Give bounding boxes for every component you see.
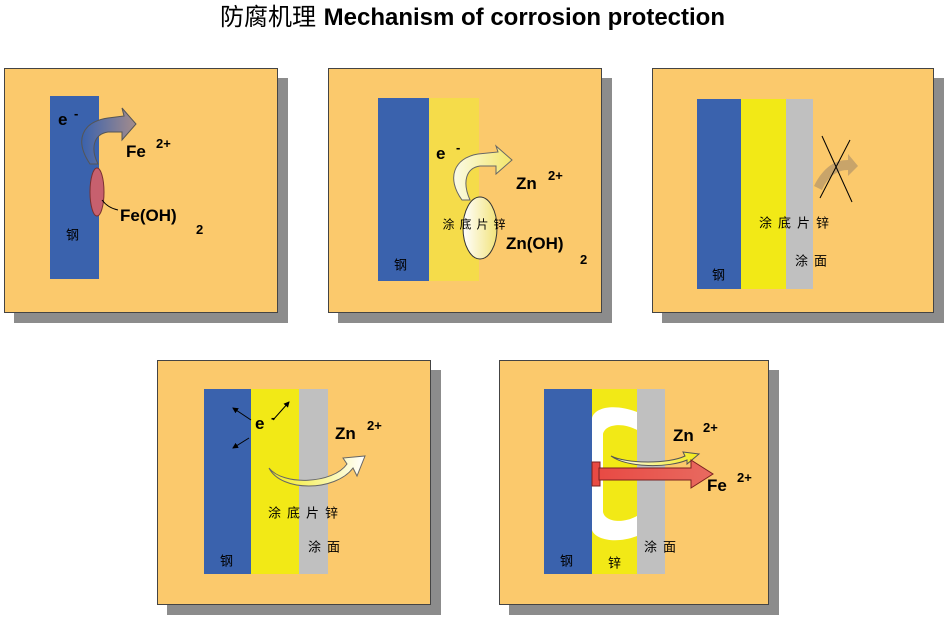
electron-arrow-up-right	[272, 401, 290, 421]
zinc-primer-label: 锌片底涂	[441, 218, 506, 231]
zn-ion-arrow	[453, 144, 513, 201]
steel-layer	[697, 99, 741, 289]
steel-label: 钢	[217, 554, 232, 568]
topcoat-layer	[637, 389, 665, 574]
fe-ion-arrow	[81, 107, 137, 165]
electron-arrow-up-left	[232, 407, 252, 421]
steel-label: 钢	[709, 268, 724, 282]
zn-ion-label: Zn	[335, 424, 356, 443]
fe-ion-charge: 2+	[737, 470, 752, 485]
title-english: Mechanism of corrosion protection	[323, 4, 726, 31]
zn-oh-subscript: 2	[580, 252, 588, 267]
zinc-primer-label: 锌片底涂	[265, 506, 337, 520]
electron-charge: -	[456, 140, 461, 155]
fe-oh-label: Fe(OH)	[120, 206, 177, 225]
fe-oh-subscript: 2	[196, 222, 204, 237]
zn-ion-charge: 2+	[703, 420, 718, 435]
block-cross-b	[819, 139, 851, 199]
panel-5-graphics	[591, 407, 714, 541]
electron-label: e	[255, 414, 265, 433]
electron-arrow-down-left	[232, 437, 250, 449]
steel-label: 钢	[391, 258, 406, 272]
corrosion-pit	[591, 461, 601, 487]
zn-ion-arrow	[268, 455, 366, 487]
zinc-label: 锌	[605, 556, 620, 570]
zinc-primer-label: 锌片底涂	[756, 216, 828, 230]
page-title: 防腐机理 Mechanism of corrosion protection	[0, 0, 945, 35]
fe-oh-deposit	[89, 167, 105, 217]
fe-oh-pointer	[101, 199, 119, 211]
zn-oh-label: Zn(OH)	[506, 234, 564, 253]
steel-layer	[378, 98, 429, 281]
steel-layer	[204, 389, 251, 574]
blocked-arrow	[814, 154, 858, 190]
electron-label: e	[58, 110, 68, 129]
steel-layer	[544, 389, 592, 574]
electron-label: e	[436, 144, 446, 163]
zn-oh-deposit	[462, 196, 498, 260]
panel-4-graphics	[232, 401, 366, 487]
topcoat-layer	[786, 99, 813, 289]
zn-ion-label: Zn	[673, 426, 694, 445]
fe-ion-charge: 2+	[156, 136, 171, 151]
zn-ion-label: Zn	[516, 174, 537, 193]
title-chinese: 防腐机理	[219, 3, 316, 31]
fe-ion-label: Fe	[126, 142, 146, 161]
fe-ion-arrow	[598, 459, 714, 489]
fe-ion-label: Fe	[707, 476, 727, 495]
panel-1-graphics	[81, 107, 137, 217]
topcoat-label: 面涂	[792, 254, 826, 268]
electron-charge: -	[74, 106, 79, 121]
zinc-primer-layer	[741, 99, 786, 289]
panel-2-graphics	[453, 144, 513, 260]
steel-label: 钢	[557, 554, 572, 568]
block-cross-a	[821, 135, 853, 203]
zn-ion-charge: 2+	[548, 168, 563, 183]
panel-3-graphics	[814, 135, 858, 203]
electron-charge: -	[271, 410, 276, 425]
zn-ion-arrow	[610, 451, 701, 467]
zn-ion-charge: 2+	[367, 418, 382, 433]
topcoat-label: 面涂	[641, 540, 675, 554]
topcoat-label: 面涂	[305, 540, 339, 554]
steel-label: 钢	[63, 228, 78, 242]
